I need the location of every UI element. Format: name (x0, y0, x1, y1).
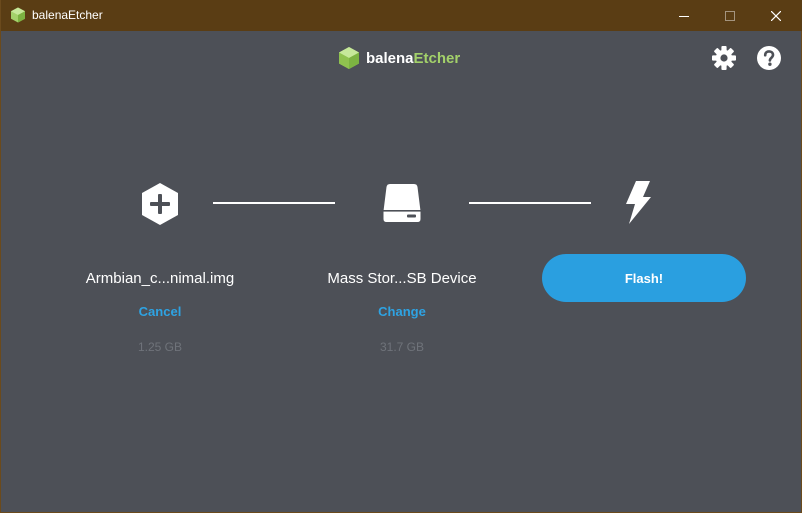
window-title: balenaEtcher (32, 8, 103, 22)
lightning-icon (626, 181, 651, 224)
maximize-icon (725, 10, 735, 21)
change-drive-button[interactable]: Change (378, 304, 426, 319)
flash-button[interactable]: Flash! (542, 254, 746, 302)
select-image-icon[interactable] (139, 181, 181, 227)
balena-cube-icon (338, 46, 360, 70)
plus-hexagon-icon (142, 183, 178, 225)
step-connector-2 (469, 202, 591, 204)
help-button[interactable] (755, 44, 783, 72)
settings-button[interactable] (710, 44, 738, 72)
image-size: 1.25 GB (137, 340, 183, 354)
gear-icon (712, 46, 736, 70)
step-connector-1 (213, 202, 335, 204)
cancel-image-button[interactable]: Cancel (138, 304, 182, 319)
maximize-button[interactable] (707, 0, 753, 31)
drive-icon (383, 184, 421, 222)
selected-drive-name: Mass Stor...SB Device (327, 270, 477, 287)
close-button[interactable] (753, 0, 799, 31)
minimize-button[interactable] (661, 0, 707, 31)
selected-image-name: Armbian_c...nimal.img (85, 270, 235, 287)
logo-text-etcher: Etcher (413, 49, 461, 67)
logo-text-balena: balena (366, 49, 414, 67)
flash-step-icon (623, 180, 653, 225)
question-icon (757, 46, 781, 70)
select-drive-icon[interactable] (381, 181, 423, 225)
minimize-icon (679, 15, 689, 17)
etcher-app-icon (10, 7, 26, 23)
close-icon (771, 10, 781, 21)
drive-size: 31.7 GB (379, 340, 425, 354)
title-bar[interactable]: balenaEtcher (1, 0, 802, 31)
